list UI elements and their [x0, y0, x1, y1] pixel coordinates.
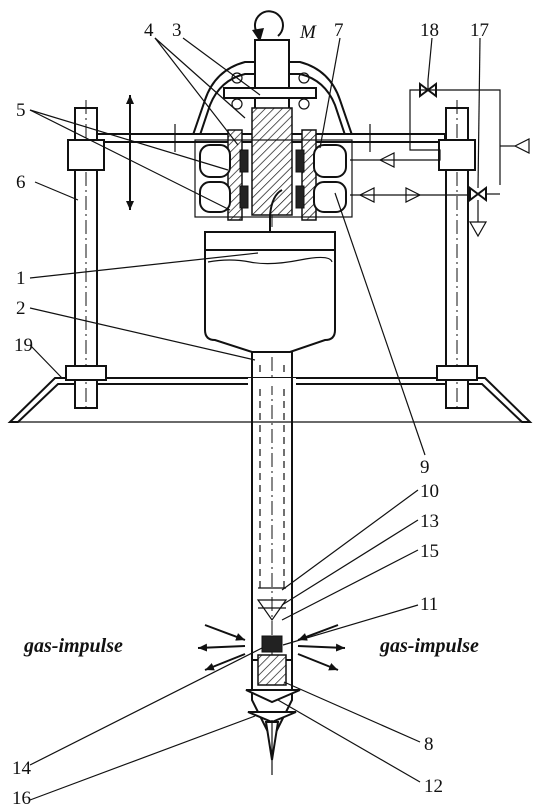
bearing: [231, 72, 243, 84]
label-15: 15: [420, 541, 439, 562]
impulse-arrow-right-3: [297, 653, 339, 671]
label-18: 18: [420, 20, 439, 41]
gas-tube: [269, 189, 283, 240]
rotation-arrow-head: [252, 28, 264, 42]
gas-line-top: [350, 89, 501, 185]
right-column-clamp: [438, 139, 476, 171]
impulse-arrow-left-2: [197, 643, 246, 652]
rotor: [251, 107, 293, 216]
gas-impulse-right: gas-impulse: [379, 635, 479, 657]
valve-18: [419, 82, 437, 98]
bearing-stack-right: [301, 129, 317, 221]
right-base-clamp: [436, 365, 478, 381]
label-8: 8: [424, 734, 434, 755]
label-3: 3: [172, 20, 182, 41]
chamber-housing: [194, 139, 353, 218]
label-13: 13: [420, 511, 439, 532]
label-10: 10: [420, 481, 439, 502]
bearing-stack-left: [227, 129, 243, 221]
left-column-clamp: [67, 139, 105, 171]
label-14: 14: [12, 758, 32, 779]
check-cone: [256, 599, 288, 622]
impulse-arrow-left-1: [204, 624, 246, 641]
label-1: 1: [16, 268, 26, 289]
label-11: 11: [420, 594, 438, 615]
chamber-right-bottom: [313, 181, 347, 213]
chamber-left-top: [199, 144, 231, 178]
label-16: 16: [12, 788, 31, 807]
label-4: 4: [144, 20, 154, 41]
impulse-arrow-right-1: [297, 624, 339, 641]
tip-cone-16: [247, 711, 297, 724]
gas-impulse-left: gas-impulse: [23, 635, 123, 657]
valve-17: [469, 186, 487, 202]
label-5: 5: [16, 100, 26, 121]
fill-level: [207, 256, 333, 265]
leader-lines: [29, 37, 481, 801]
impulse-arrow-left-3: [204, 653, 246, 671]
valve-core: [261, 635, 283, 653]
impulse-arrow-right-2: [297, 643, 346, 652]
label-9: 9: [420, 457, 430, 478]
label-6: 6: [16, 172, 26, 193]
cross-bar: [223, 87, 317, 99]
label-2: 2: [16, 298, 26, 319]
chamber-right-top: [313, 144, 347, 178]
tip-collar: [245, 689, 301, 704]
bearing: [298, 72, 310, 84]
chamber-left-bottom: [199, 181, 231, 213]
label-M: M: [299, 22, 317, 43]
label-17: 17: [470, 20, 489, 41]
spring-block: [257, 654, 287, 686]
label-7: 7: [334, 20, 344, 41]
cylinder-body: [204, 249, 336, 353]
drive-shaft: [254, 39, 290, 116]
label-19: 19: [14, 335, 33, 356]
rotation-arrow: [253, 10, 284, 37]
left-base-clamp: [65, 365, 107, 381]
bearing: [298, 98, 310, 110]
label-12: 12: [424, 776, 443, 797]
